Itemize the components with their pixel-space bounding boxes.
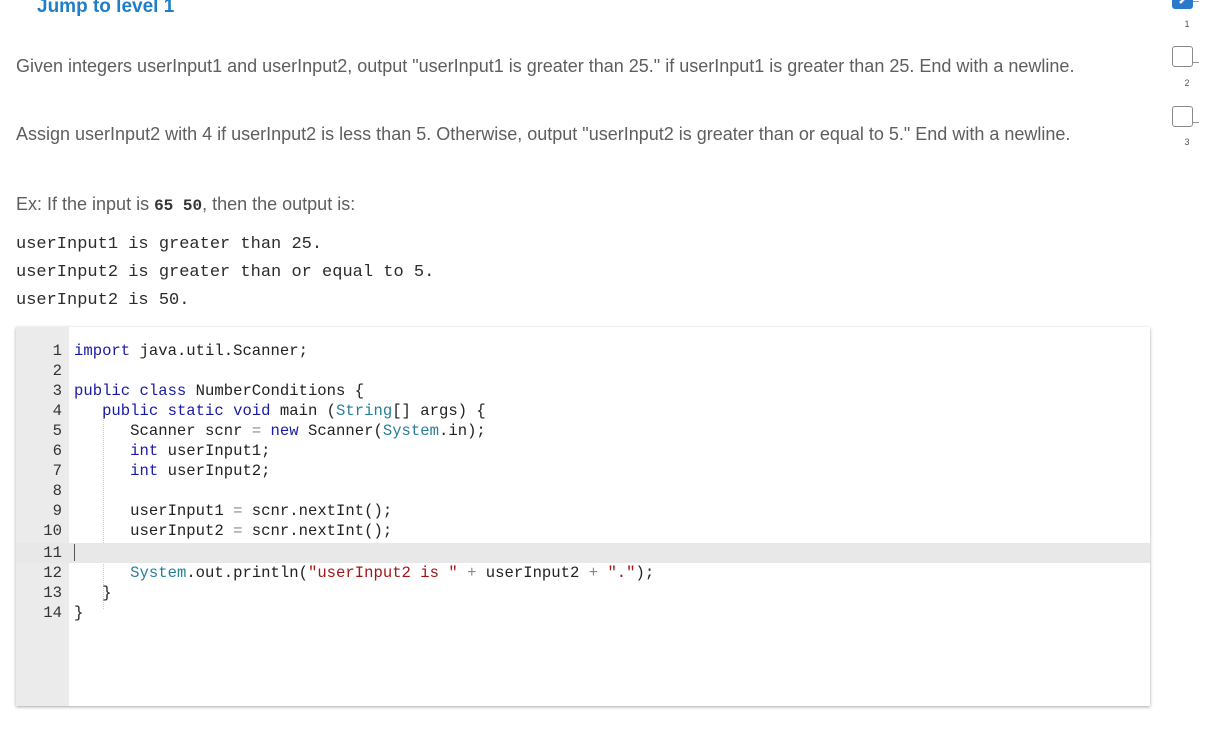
line-number: 5 xyxy=(52,422,62,440)
instruction-paragraph-2: Assign userInput2 with 4 if userInput2 i… xyxy=(16,124,1071,144)
level-progress: 1 2 3 xyxy=(1165,0,1205,160)
code-line[interactable]: 4 public static void main (String[] args… xyxy=(16,401,1150,421)
example-suffix: , then the output is: xyxy=(202,194,356,214)
line-number: 10 xyxy=(43,522,62,540)
line-number: 6 xyxy=(52,442,62,460)
step-connector xyxy=(1193,122,1199,123)
line-number: 1 xyxy=(52,342,62,360)
step-connector xyxy=(1193,1,1199,2)
code-text: public static void main (String[] args) … xyxy=(102,402,486,420)
code-text: userInput1 = scnr.nextInt(); xyxy=(74,502,393,520)
line-number-gutter xyxy=(16,327,69,706)
line-number: 9 xyxy=(52,502,62,520)
step-number: 3 xyxy=(1184,137,1190,147)
output-line: userInput2 is 50. xyxy=(16,291,190,310)
instruction-paragraph-1: Given integers userInput1 and userInput2… xyxy=(16,56,1075,76)
line-number: 2 xyxy=(52,362,62,380)
jump-to-level-link[interactable]: Jump to level 1 xyxy=(37,0,175,17)
line-number: 11 xyxy=(43,544,62,562)
code-text: } xyxy=(74,604,84,622)
checkbox-icon[interactable] xyxy=(1172,106,1193,127)
line-number: 12 xyxy=(43,564,62,582)
code-line[interactable]: 2 xyxy=(16,361,1150,381)
code-editor[interactable]: 1 import java.util.Scanner; 2 3 public cla… xyxy=(16,327,1150,706)
code-line[interactable]: 9 userInput1 = scnr.nextInt(); xyxy=(16,501,1150,521)
output-line: userInput2 is greater than or equal to 5… xyxy=(16,263,435,282)
code-line[interactable]: 14} xyxy=(16,603,1150,623)
line-number: 4 xyxy=(52,402,62,420)
code-line[interactable]: 5 Scanner scnr = new Scanner(System.in); xyxy=(16,421,1150,441)
code-line[interactable]: 1 import java.util.Scanner; xyxy=(16,341,1150,361)
example-sentence: Ex: If the input is 65 50, then the outp… xyxy=(16,190,1126,220)
code-text: import java.util.Scanner; xyxy=(74,342,308,360)
step-number: 1 xyxy=(1184,19,1190,29)
checkbox-icon[interactable] xyxy=(1172,46,1193,67)
line-number: 13 xyxy=(43,584,62,602)
text-cursor xyxy=(74,544,75,562)
line-number: 7 xyxy=(52,462,62,480)
code-line[interactable]: 13 } xyxy=(16,583,1150,603)
code-line[interactable]: 10 userInput2 = scnr.nextInt(); xyxy=(16,521,1150,541)
line-number: 3 xyxy=(52,382,62,400)
code-text: int userInput2; xyxy=(130,462,271,480)
step-connector xyxy=(1193,62,1199,63)
code-line[interactable]: 12 System.out.println("userInput2 is " +… xyxy=(16,563,1150,583)
line-number: 14 xyxy=(43,604,62,622)
code-text: System.out.println("userInput2 is " + us… xyxy=(130,564,655,582)
code-text: public class NumberConditions { xyxy=(74,382,365,400)
code-text: userInput2 = scnr.nextInt(); xyxy=(74,522,393,540)
code-text xyxy=(74,543,75,563)
output-line: userInput1 is greater than 25. xyxy=(16,235,323,254)
code-line[interactable]: 8 xyxy=(16,481,1150,501)
code-text: } xyxy=(74,584,112,602)
code-text: int userInput1; xyxy=(130,442,271,460)
code-line[interactable]: 3 public class NumberConditions { xyxy=(16,381,1150,401)
step-number: 2 xyxy=(1184,78,1190,88)
code-line-active[interactable]: 11 xyxy=(16,543,1150,563)
code-text: Scanner scnr = new Scanner(System.in); xyxy=(74,422,486,440)
checkbox-done-icon[interactable] xyxy=(1172,0,1193,9)
example-prefix: Ex: If the input is xyxy=(16,194,155,214)
code-line[interactable]: 6 int userInput1; xyxy=(16,441,1150,461)
line-number: 8 xyxy=(52,482,62,500)
indent-guide xyxy=(103,409,104,609)
example-input: 65 50 xyxy=(154,197,203,215)
code-line[interactable]: 7 int userInput2; xyxy=(16,461,1150,481)
example-output: userInput1 is greater than 25. userInput2… xyxy=(16,231,434,315)
